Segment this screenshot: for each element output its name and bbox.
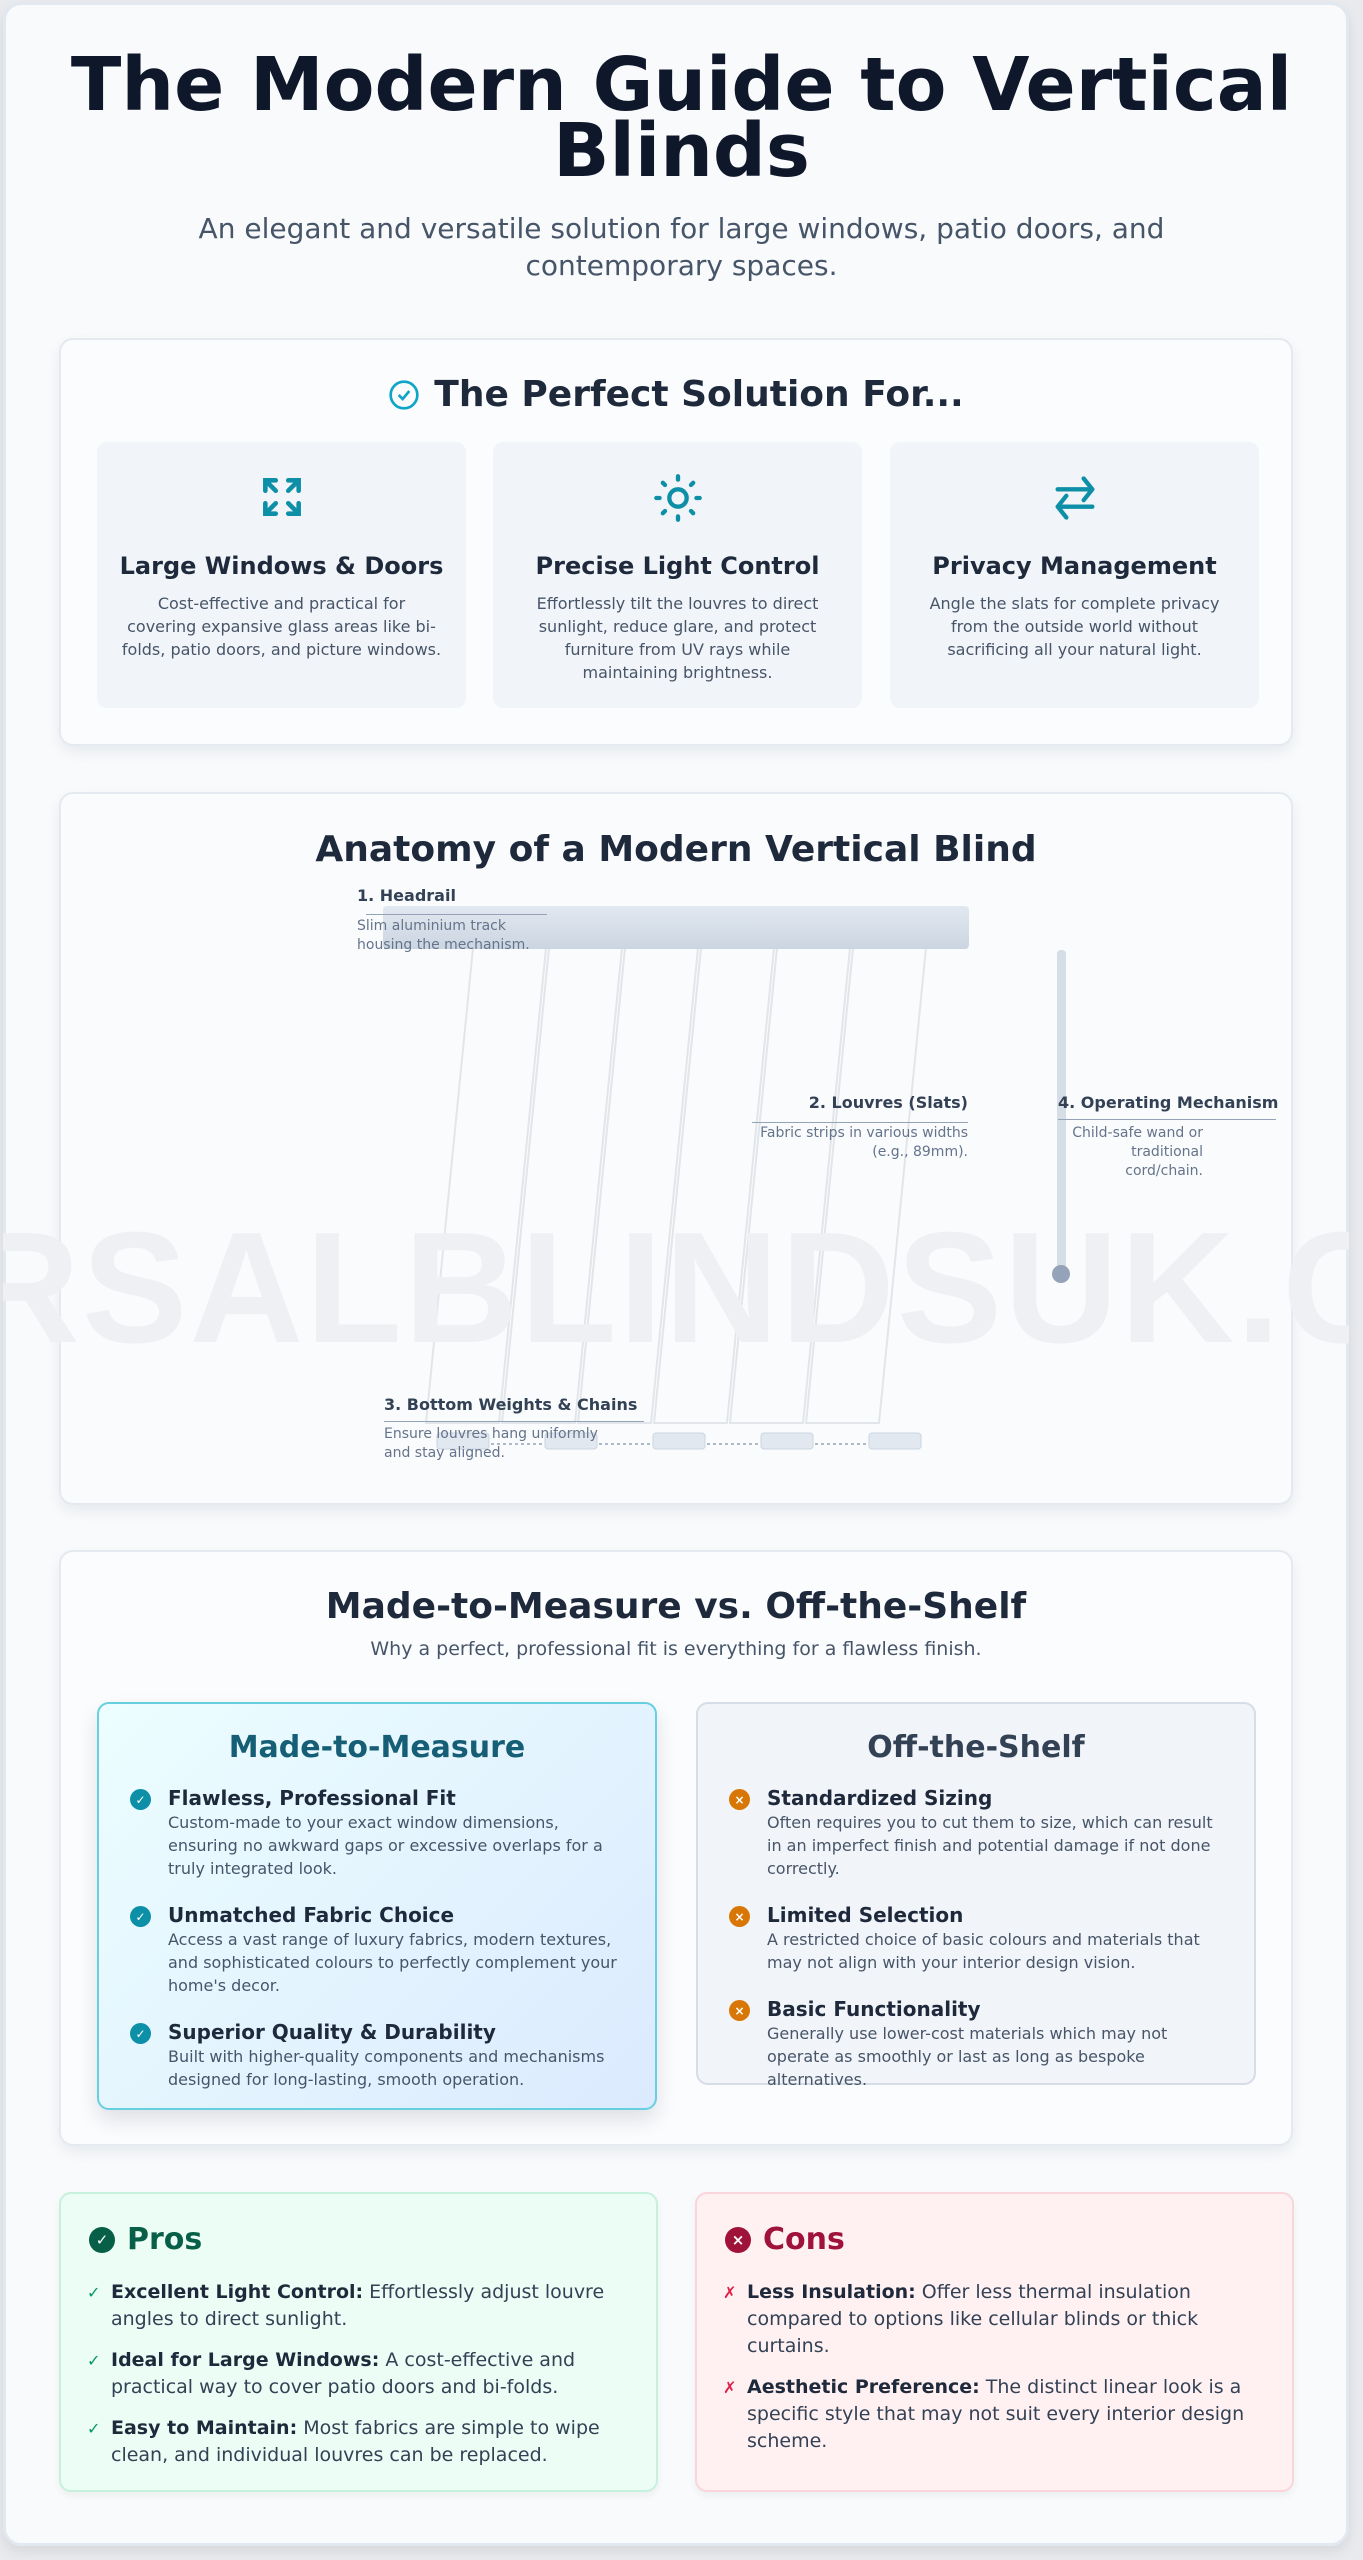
bottom-weight <box>760 1432 814 1450</box>
comparison-heading: Made-to-Measure vs. Off-the-Shelf <box>325 1586 1027 1627</box>
check-circle-icon: ✓ <box>89 2226 115 2253</box>
check-icon: ✓ <box>87 2419 101 2438</box>
check-icon: ✓ <box>130 1906 151 1927</box>
solution-card: Privacy Management Angle the slats for c… <box>890 442 1259 708</box>
label-mechanism-title: 4. Operating Mechanism <box>1058 1093 1279 1112</box>
sun-icon <box>653 474 702 522</box>
x-icon: × <box>729 2000 750 2021</box>
feature-text: Custom-made to your exact window dimensi… <box>168 1813 603 1878</box>
solutions-section: The Perfect Solution For... Large Window… <box>59 338 1293 746</box>
feature-text: Built with higher-quality components and… <box>168 2047 605 2089</box>
card-title: Precise Light Control <box>535 552 820 580</box>
pros-item: ✓Excellent Light Control: Effortlessly a… <box>87 2281 605 2330</box>
feature-title: Flawless, Professional Fit <box>168 1786 456 1810</box>
card-text: Cost-effective and practical for coverin… <box>121 594 442 659</box>
check-icon: ✓ <box>87 2351 101 2370</box>
check-icon: ✓ <box>130 1789 151 1810</box>
expand-arrows-icon <box>262 478 301 516</box>
swap-arrows-icon <box>1055 476 1094 520</box>
x-icon: × <box>729 1906 750 1927</box>
solutions-heading-text: The Perfect Solution For... <box>434 374 964 415</box>
card-text: Effortlessly tilt the louvres to direct … <box>536 594 819 682</box>
check-circle-icon <box>389 379 419 410</box>
bottom-weight <box>436 1432 490 1450</box>
wand-handle <box>1052 1265 1070 1283</box>
comparison-section: Made-to-Measure vs. Off-the-Shelf Why a … <box>59 1550 1293 2146</box>
solution-card: Large Windows & Doors Cost-effective and… <box>97 442 466 708</box>
feature-text: Often requires you to cut them to size, … <box>767 1813 1213 1878</box>
label-mechanism-line <box>1058 1119 1276 1120</box>
x-icon: × <box>729 1789 750 1810</box>
feature-title: Standardized Sizing <box>767 1786 993 1810</box>
x-icon: ✗ <box>723 2283 737 2302</box>
feature-item: × Limited Selection A restricted choice of… <box>698 1902 1254 1974</box>
cons-item: ✗Aesthetic Preference: The distinct line… <box>723 2376 1245 2452</box>
label-louvres-text: Fabric strips in various widths (e.g., 8… <box>760 1125 968 1160</box>
feature-title: Limited Selection <box>767 1903 964 1927</box>
label-weights-line <box>384 1421 644 1422</box>
off-the-shelf-title: Off-the-Shelf <box>867 1730 1085 1765</box>
card-title: Privacy Management <box>932 552 1217 580</box>
label-weights-title: 3. Bottom Weights & Chains <box>384 1395 638 1414</box>
solutions-heading: The Perfect Solution For... <box>61 374 1291 415</box>
label-headrail-title: 1. Headrail <box>357 886 456 905</box>
pros-item: ✓Easy to Maintain: Most fabrics are simp… <box>87 2417 600 2466</box>
x-icon: ✗ <box>723 2378 737 2397</box>
solution-card: Precise Light Control Effortlessly tilt … <box>493 442 862 708</box>
feature-title: Unmatched Fabric Choice <box>168 1903 455 1927</box>
operating-wand <box>1057 950 1066 1274</box>
label-mechanism-text: Child-safe wand or traditional cord/chai… <box>1072 1125 1203 1179</box>
check-icon: ✓ <box>87 2283 101 2302</box>
headrail <box>383 906 969 949</box>
pros-title: Pros <box>127 2222 203 2257</box>
bottom-weight <box>652 1432 706 1450</box>
comparison-subtitle: Why a perfect, professional fit is every… <box>370 1638 982 1660</box>
label-louvres-line <box>752 1122 968 1123</box>
page-title: The Modern Guide to Vertical Blinds <box>70 42 1293 194</box>
label-louvres-title: 2. Louvres (Slats) <box>808 1093 968 1112</box>
card-title: Large Windows & Doors <box>119 552 444 580</box>
pros-item: ✓Ideal for Large Windows: A cost-effecti… <box>87 2349 576 2398</box>
anatomy-heading: Anatomy of a Modern Vertical Blind <box>315 829 1037 870</box>
feature-title: Superior Quality & Durability <box>168 2020 496 2044</box>
page-subtitle: An elegant and versatile solution for la… <box>198 212 1165 282</box>
blind-diagram <box>383 906 1070 1450</box>
made-to-measure-title: Made-to-Measure <box>228 1730 526 1765</box>
feature-text: Generally use lower-cost materials which… <box>767 2024 1168 2089</box>
bottom-weight <box>868 1432 922 1450</box>
made-to-measure-card: Made-to-Measure ✓ Flawless, Professional … <box>97 1702 657 2110</box>
feature-text: A restricted choice of basic colours and… <box>767 1930 1200 1972</box>
x-circle-icon: × <box>725 2226 751 2253</box>
louvres <box>424 947 928 1424</box>
label-headrail-text: Slim aluminium track housing the mechani… <box>357 918 530 953</box>
cons-card: × Cons ✗Less Insulation: Offer less therm… <box>695 2192 1294 2492</box>
pros-card: ✓ Pros ✓Excellent Light Control: Effortle… <box>59 2192 658 2492</box>
feature-title: Basic Functionality <box>767 1997 981 2021</box>
bottom-weight <box>544 1432 598 1450</box>
check-icon: ✓ <box>130 2023 151 2044</box>
cons-title: Cons <box>763 2222 845 2257</box>
label-weights-text: Ensure louvres hang uniformly and stay a… <box>384 1426 598 1461</box>
cons-item: ✗Less Insulation: Offer less thermal ins… <box>723 2281 1199 2357</box>
feature-text: Access a vast range of luxury fabrics, m… <box>168 1930 617 1995</box>
label-headrail-line <box>366 914 547 915</box>
card-text: Angle the slats for complete privacy fro… <box>929 594 1220 659</box>
